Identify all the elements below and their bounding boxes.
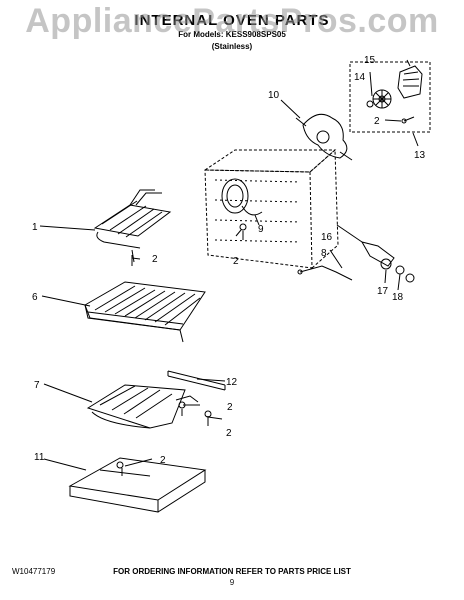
callout-11: 11 — [34, 452, 45, 463]
finish-label: (Stainless) — [211, 42, 253, 51]
callout-2-broil-screw: 2 — [152, 254, 158, 265]
callout-leader-lines — [39, 59, 419, 471]
callout-14: 14 — [354, 72, 366, 83]
model-line: For Models: KESS908SPS05 — [178, 30, 286, 39]
page-title: INTERNAL OVEN PARTS — [134, 12, 330, 29]
broil-element-drawing — [93, 189, 172, 263]
temperature-sensor-drawing — [297, 265, 353, 281]
callout-2-bake-screw-a: 2 — [227, 402, 233, 413]
callout-17: 17 — [377, 286, 389, 297]
screw-drawings — [121, 231, 244, 476]
callout-13: 13 — [414, 150, 426, 161]
callout-2-bake-screw-b: 2 — [226, 428, 232, 439]
callout-9: 9 — [258, 224, 264, 235]
callout-7: 7 — [34, 380, 40, 391]
callout-8: 8 — [321, 248, 327, 259]
ordering-note: FOR ORDERING INFORMATION REFER TO PARTS … — [113, 567, 351, 576]
callout-18: 18 — [392, 292, 404, 303]
callout-16: 16 — [321, 232, 333, 243]
light-assembly-drawing — [360, 241, 415, 283]
callout-2-fan-screw: 2 — [374, 116, 380, 127]
callout-6: 6 — [32, 292, 38, 303]
oven-rack-drawing — [84, 281, 206, 343]
broil-pan-drawing — [68, 457, 207, 513]
callout-15: 15 — [364, 55, 376, 66]
convection-fan-cover-drawing — [295, 113, 353, 161]
fan-motor-assembly-drawing — [349, 61, 431, 133]
oven-cavity-drawing — [203, 148, 339, 269]
callout-numbers: 1 2 2 2 2 2 2 6 7 8 9 10 11 12 13 14 15 … — [32, 55, 426, 466]
callout-2-cavity-screw: 2 — [233, 256, 239, 267]
bake-element-drawing — [86, 384, 212, 429]
callout-2-pan-screw: 2 — [160, 455, 166, 466]
page-number: 9 — [229, 578, 235, 587]
document-number: W10477179 — [12, 567, 56, 576]
callout-12: 12 — [226, 377, 238, 388]
support-rod-drawing — [167, 370, 226, 391]
callout-1: 1 — [32, 222, 38, 233]
callout-10: 10 — [268, 90, 280, 101]
